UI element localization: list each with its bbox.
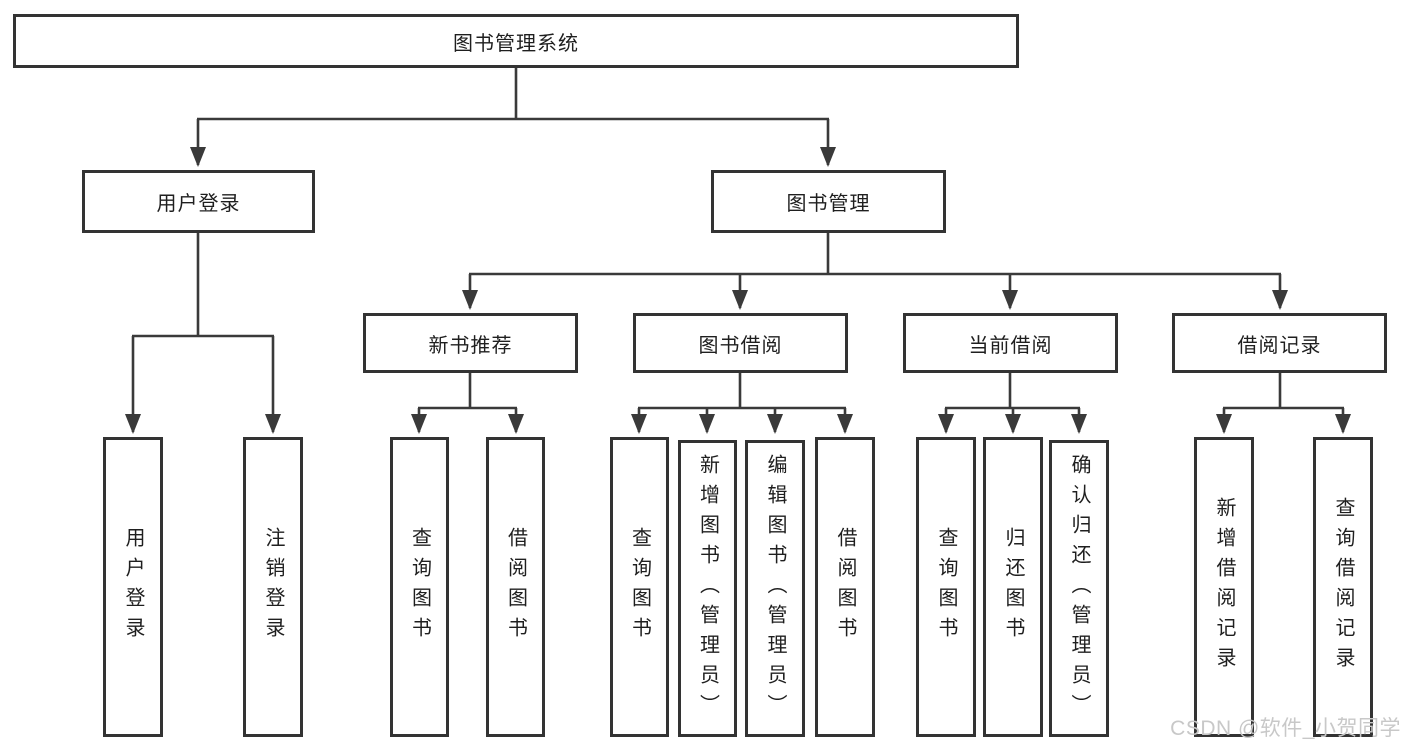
leaf-borrow-books-1: 借阅图书 [486,437,545,737]
leaf-add-borrow-record: 新增借阅记录 [1194,437,1254,737]
node-label: 用户登录 [122,527,144,647]
node-library-management-system: 图书管理系统 [13,14,1019,68]
node-label: 借阅记录 [1237,334,1322,357]
leaf-query-borrow-record: 查询借阅记录 [1313,437,1373,737]
node-label: 用户登录 [156,193,241,215]
node-new-book-recommendation: 新书推荐 [363,313,578,373]
leaf-query-books-1: 查询图书 [390,437,449,737]
node-label: 当前借阅 [968,334,1053,357]
node-label: 新增借阅记录 [1213,497,1235,677]
node-current-borrowing: 当前借阅 [903,313,1118,373]
csdn-watermark: CSDN @软件_小贺同学 [1170,717,1401,740]
node-label: 借阅图书 [834,527,856,647]
leaf-logout: 注销登录 [243,437,303,737]
node-label: 查询图书 [628,527,651,647]
leaf-query-books-3: 查询图书 [916,437,976,737]
node-book-management: 图书管理 [711,170,946,233]
leaf-return-books: 归还图书 [983,437,1043,737]
connector-current-borrowing-branch [938,373,1087,434]
node-book-borrowing: 图书借阅 [633,313,848,373]
leaf-add-books-admin: 新增图书（管理员） [678,440,737,737]
node-label: 归还图书 [1002,527,1024,647]
node-label: 借阅图书 [504,527,527,647]
node-label: 确认归还（管理员） [1068,453,1090,724]
node-label: 图书管理系统 [453,32,579,55]
node-label: 注销登录 [262,527,284,647]
node-label: 新书推荐 [428,334,513,357]
node-borrowing-records: 借阅记录 [1172,313,1387,373]
leaf-user-login: 用户登录 [103,437,163,737]
node-user-login: 用户登录 [82,170,315,233]
node-label: 编辑图书（管理员） [764,453,786,724]
node-label: 新增图书（管理员） [696,453,719,724]
connector-borrowing-records-branch [1216,373,1351,434]
connector-book-management-branch [462,233,1288,310]
node-label: 查询图书 [408,527,431,647]
leaf-borrow-books-2: 借阅图书 [815,437,875,737]
node-label: 查询借阅记录 [1332,497,1354,677]
leaf-confirm-return-admin: 确认归还（管理员） [1049,440,1109,737]
connector-book-borrowing-branch [631,373,853,434]
node-label: 图书借阅 [698,334,783,357]
node-label: 查询图书 [935,527,957,647]
node-label: 图书管理 [786,193,871,215]
connector-root-to-level2 [190,68,836,167]
leaf-query-books-2: 查询图书 [610,437,669,737]
connector-new-book-branch [411,373,524,434]
connector-user-login-branch [125,233,281,434]
leaf-edit-books-admin: 编辑图书（管理员） [745,440,805,737]
